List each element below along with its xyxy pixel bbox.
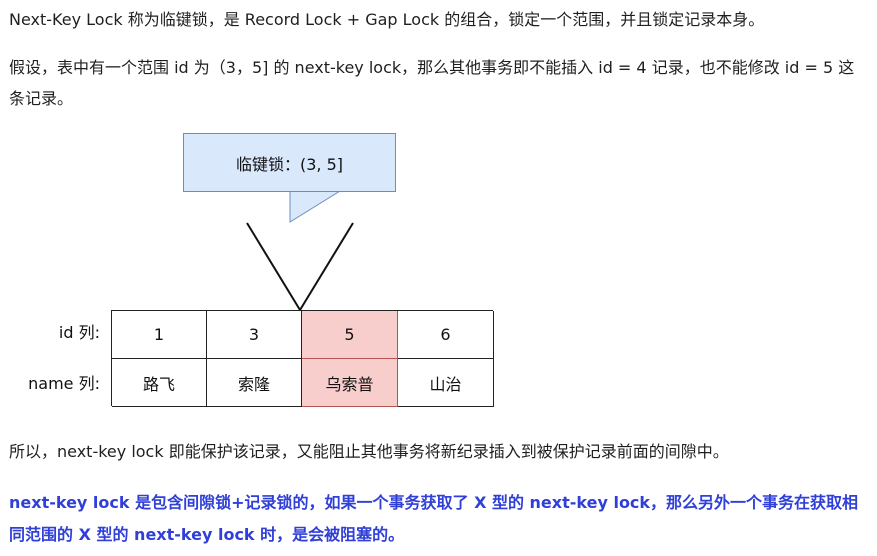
emphasis-paragraph: next-key lock 是包含间隙锁+记录锁的，如果一个事务获取了 X 型的… [9, 493, 859, 544]
id-cell: 1 [112, 311, 207, 359]
name-cell: 山治 [398, 359, 494, 407]
id-cell: 3 [207, 311, 302, 359]
record-table: 1 3 5 6 路飞 索隆 乌索普 山治 [111, 310, 494, 407]
callout-pointer [246, 190, 354, 311]
example-paragraph: 假设，表中有一个范围 id 为（3，5] 的 next-key lock，那么其… [9, 58, 855, 108]
id-column-label: id 列: [58, 323, 100, 342]
id-cell: 6 [398, 311, 494, 359]
name-column-label: name 列: [28, 374, 100, 393]
conclusion-paragraph: 所以，next-key lock 即能保护该记录，又能阻止其他事务将新纪录插入到… [9, 442, 729, 461]
callout-text: 临键锁：(3, 5] [235, 154, 344, 174]
callout-label: 临键锁：(3, 5] [183, 133, 396, 192]
id-cell-highlighted: 5 [302, 311, 398, 359]
name-cell: 路飞 [112, 359, 207, 407]
name-cell: 索隆 [207, 359, 302, 407]
name-cell-highlighted: 乌索普 [302, 359, 398, 407]
intro-paragraph: Next-Key Lock 称为临键锁，是 Record Lock + Gap … [9, 10, 765, 29]
next-key-lock-diagram: 临键锁：(3, 5] id 列: name 列: 1 3 5 6 路飞 索隆 乌… [0, 126, 877, 416]
